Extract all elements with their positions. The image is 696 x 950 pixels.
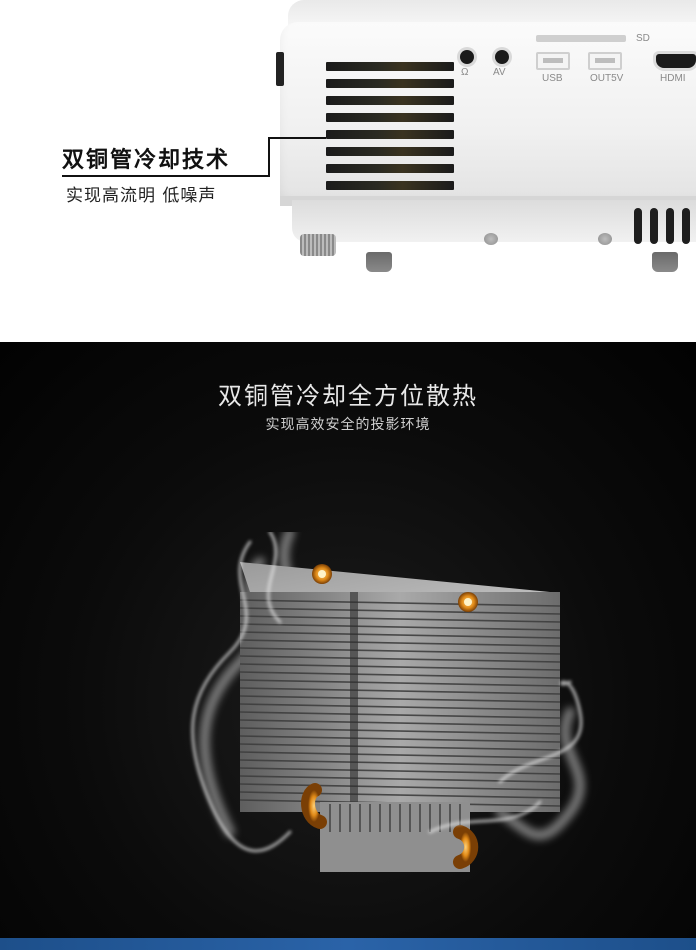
cooling-subtitle: 实现高效安全的投影环境 xyxy=(265,417,431,433)
projector-foot xyxy=(652,252,678,272)
usb-port xyxy=(536,52,570,70)
feature-subtitle: 实现高流明 低噪声 xyxy=(66,186,217,206)
cooling-section: 双铜管冷却全方位散热 实现高效安全的投影环境 xyxy=(0,342,696,938)
focus-knob xyxy=(300,234,336,256)
side-button xyxy=(276,52,284,86)
heatsink-illustration xyxy=(191,532,585,872)
bottom-accent-bar xyxy=(0,938,696,950)
heatsink-fins xyxy=(239,592,561,812)
audio-port xyxy=(460,50,474,64)
side-vent xyxy=(326,62,454,194)
hdmi-port-label: HDMI xyxy=(660,73,686,84)
heatsink-base xyxy=(320,802,470,872)
callout-line xyxy=(268,137,326,139)
usb-port-label: USB xyxy=(542,73,563,84)
sd-card-slot xyxy=(536,35,626,42)
av-port-label: AV xyxy=(493,67,506,78)
copper-pipe xyxy=(301,783,327,829)
copper-pipe xyxy=(453,825,479,869)
top-feature-section: Ω AV SD USB OUT5V HDMI 双铜管冷却技术 实现高流明 低噪声 xyxy=(0,0,696,342)
out5v-port xyxy=(588,52,622,70)
hdmi-port xyxy=(656,54,696,68)
out5v-port-label: OUT5V xyxy=(590,73,624,84)
feature-title: 双铜管冷却技术 xyxy=(62,148,231,173)
projector-image: Ω AV SD USB OUT5V HDMI xyxy=(280,0,696,272)
av-port xyxy=(495,50,509,64)
callout-line xyxy=(268,137,270,177)
callout-underline xyxy=(62,175,268,177)
sd-label: SD xyxy=(636,33,650,44)
cooling-title: 双铜管冷却全方位散热 xyxy=(218,382,478,410)
projector-foot xyxy=(366,252,392,272)
headphone-icon: Ω xyxy=(461,67,469,78)
